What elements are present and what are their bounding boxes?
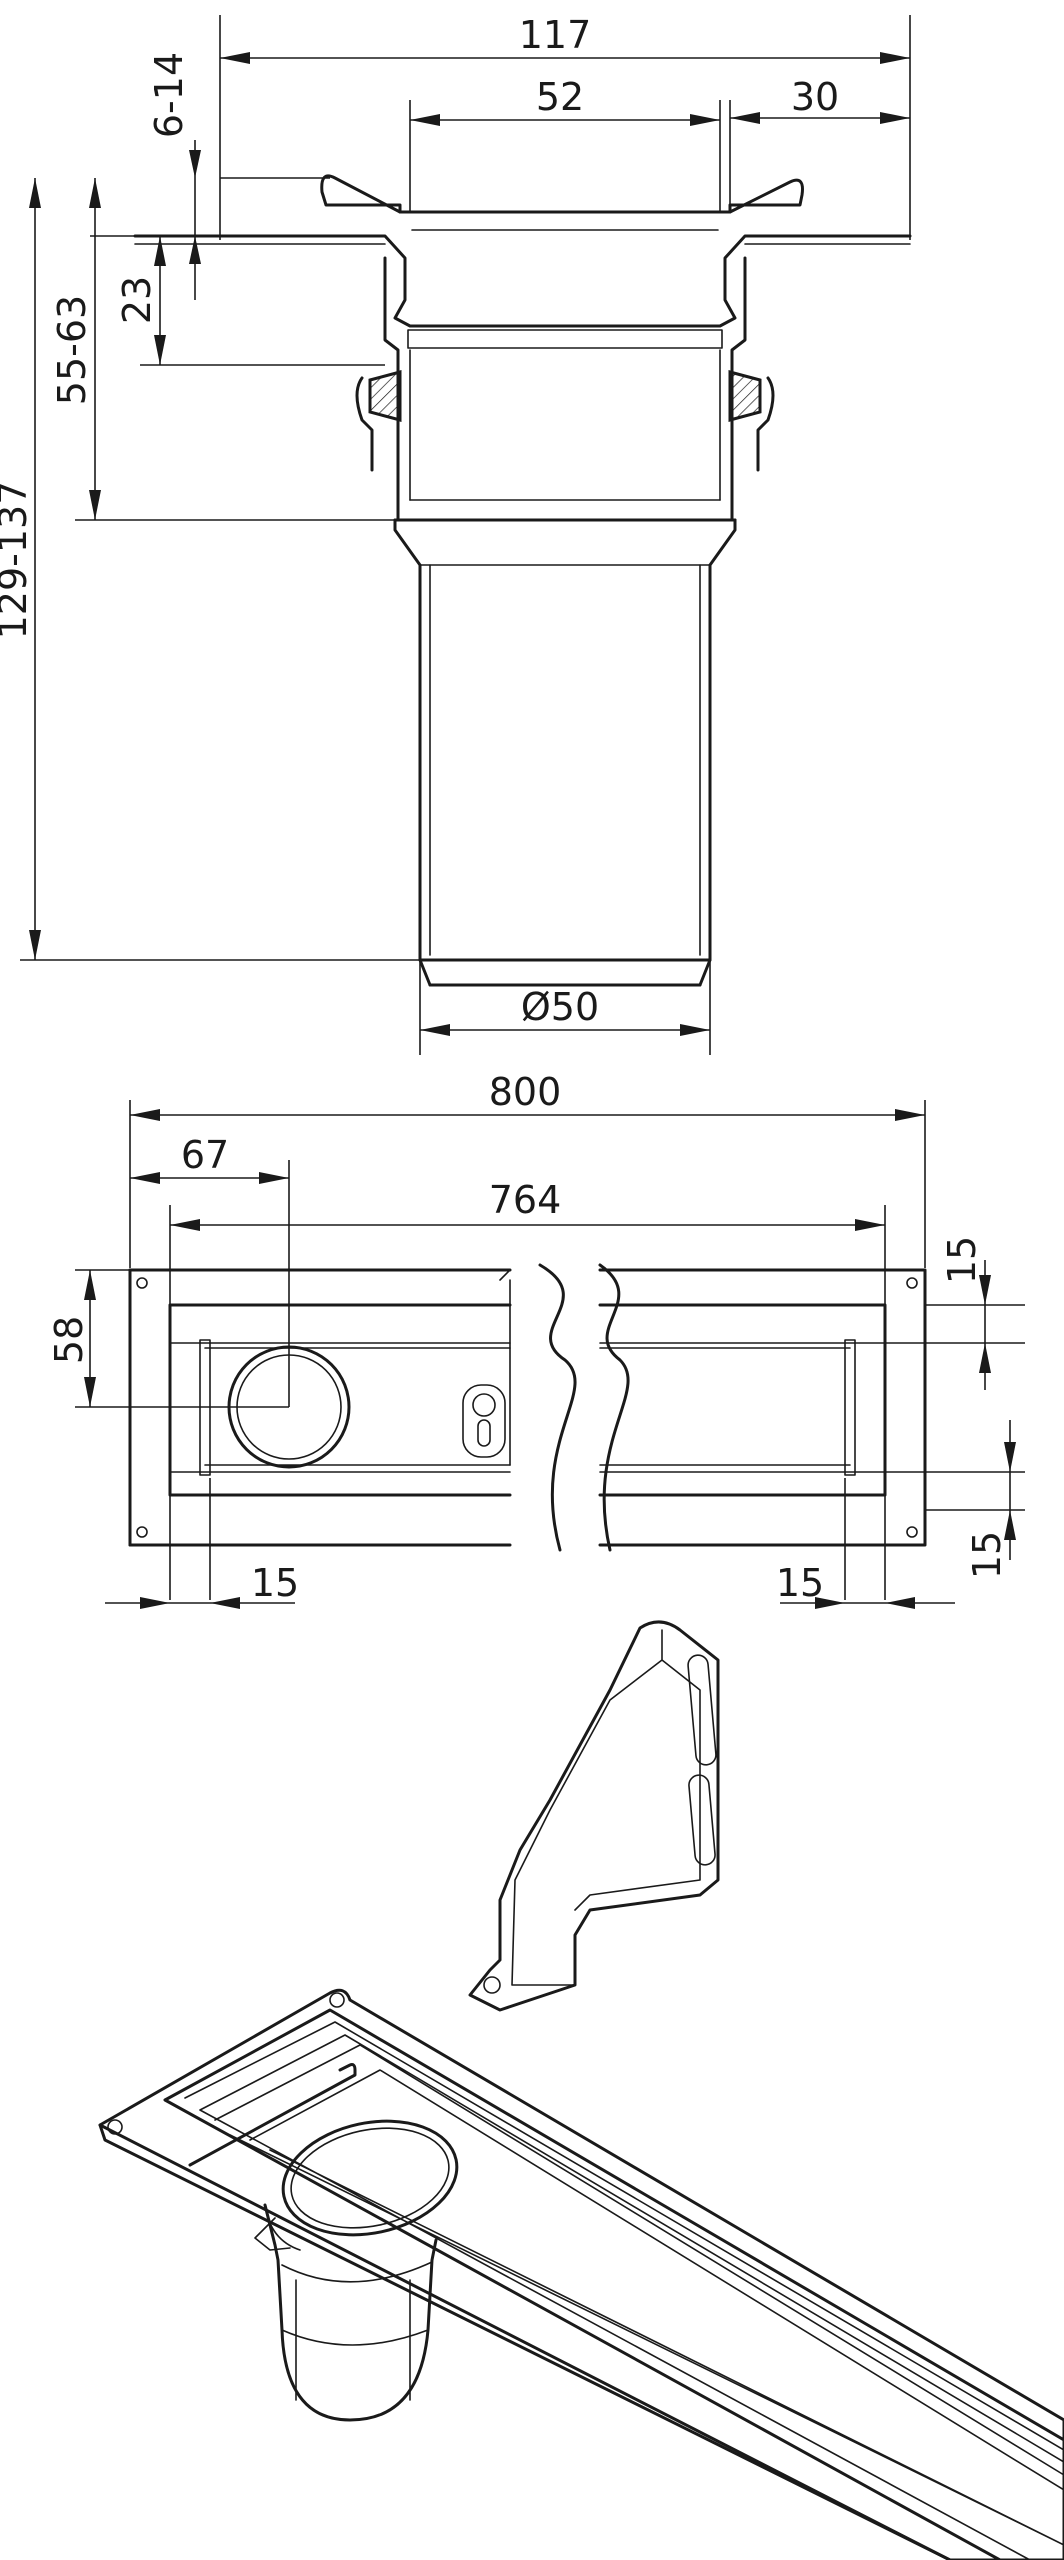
dim-15-right	[780, 1597, 955, 1609]
bracket-slot-bottom	[688, 1774, 716, 1866]
label-58: 58	[47, 1316, 91, 1364]
iso-outlet-inner	[290, 2127, 450, 2229]
iso-plate	[98, 1988, 1064, 2560]
iso-pipe-body	[281, 2261, 433, 2401]
dim-800	[130, 1109, 925, 1121]
dim-30	[730, 112, 910, 124]
bracket-line	[499, 1269, 511, 1281]
dim-67	[130, 1172, 289, 1184]
label-117: 117	[519, 13, 592, 57]
bracket-slot-top	[687, 1654, 717, 1766]
label-15-right: 15	[776, 1561, 824, 1605]
dim-52	[410, 114, 720, 126]
channel-isometric	[98, 1988, 1064, 2560]
plate-hole	[107, 2119, 123, 2135]
dim-117	[220, 52, 910, 64]
dim-23	[154, 236, 166, 365]
dim-15-bottom	[1004, 1420, 1016, 1560]
dim-55-63	[89, 178, 101, 520]
label-800: 800	[489, 1070, 562, 1114]
channel-lines	[169, 1342, 886, 1473]
label-6-14: 6-14	[147, 52, 191, 138]
plate-hole	[136, 1277, 148, 1289]
gasket-right	[728, 370, 762, 422]
flange-left	[320, 174, 402, 214]
label-15-left: 15	[251, 1561, 299, 1605]
iso-channel-outer	[163, 2008, 1064, 2560]
label-764: 764	[489, 1178, 562, 1222]
break-line-right	[598, 1263, 630, 1552]
floor-line	[133, 234, 912, 328]
channel-end-right	[844, 1339, 856, 1476]
bracket-fold	[511, 1629, 701, 1986]
label-15-bottom: 15	[965, 1531, 1009, 1579]
plate-hole	[906, 1526, 918, 1538]
plate-hole	[906, 1277, 918, 1289]
dim-15-top	[979, 1260, 991, 1390]
insert-rim	[407, 329, 723, 349]
bracket-plate	[462, 1384, 506, 1458]
label-diameter: Ø50	[521, 985, 599, 1029]
plan-view: 800 67 764 58 15 15 15 15	[47, 1070, 1025, 1609]
label-23: 23	[115, 276, 159, 324]
body-bulge	[355, 376, 775, 472]
plate-hole	[136, 1526, 148, 1538]
iso-pipe	[263, 2203, 438, 2422]
plate-hole	[329, 1992, 345, 2008]
transition	[393, 518, 737, 987]
label-52: 52	[536, 75, 584, 119]
label-129-137: 129-137	[0, 481, 35, 640]
bracket-hole	[483, 1976, 501, 1994]
label-67: 67	[181, 1133, 229, 1177]
dim-129-137	[29, 178, 41, 960]
bracket-outline	[468, 1620, 720, 2012]
break-line-left	[538, 1263, 577, 1552]
dim-15-left	[105, 1597, 295, 1609]
screw-head	[472, 1393, 496, 1417]
flange-right	[728, 178, 804, 214]
upper-body	[383, 256, 747, 522]
mounting-bracket	[468, 1620, 720, 2012]
dim-diameter-50	[420, 1024, 710, 1036]
gasket-left	[368, 370, 402, 422]
label-55-63: 55-63	[50, 295, 94, 405]
label-15-top: 15	[940, 1236, 984, 1284]
section-view: 117 52 30 Ø50 6-14 23 55-63 129-137	[0, 13, 912, 1055]
dim-6-14	[189, 140, 201, 300]
bracket-slot	[477, 1419, 491, 1447]
iso-pipe-collar	[254, 2204, 301, 2251]
label-30: 30	[791, 75, 839, 119]
iso-channel-lines	[184, 2021, 1064, 2560]
dim-764	[170, 1219, 885, 1231]
iso-plate-edge	[98, 2123, 952, 2560]
iso-outlet	[281, 2119, 459, 2237]
dim-58	[84, 1270, 96, 1407]
iso-bar	[188, 2063, 357, 2167]
